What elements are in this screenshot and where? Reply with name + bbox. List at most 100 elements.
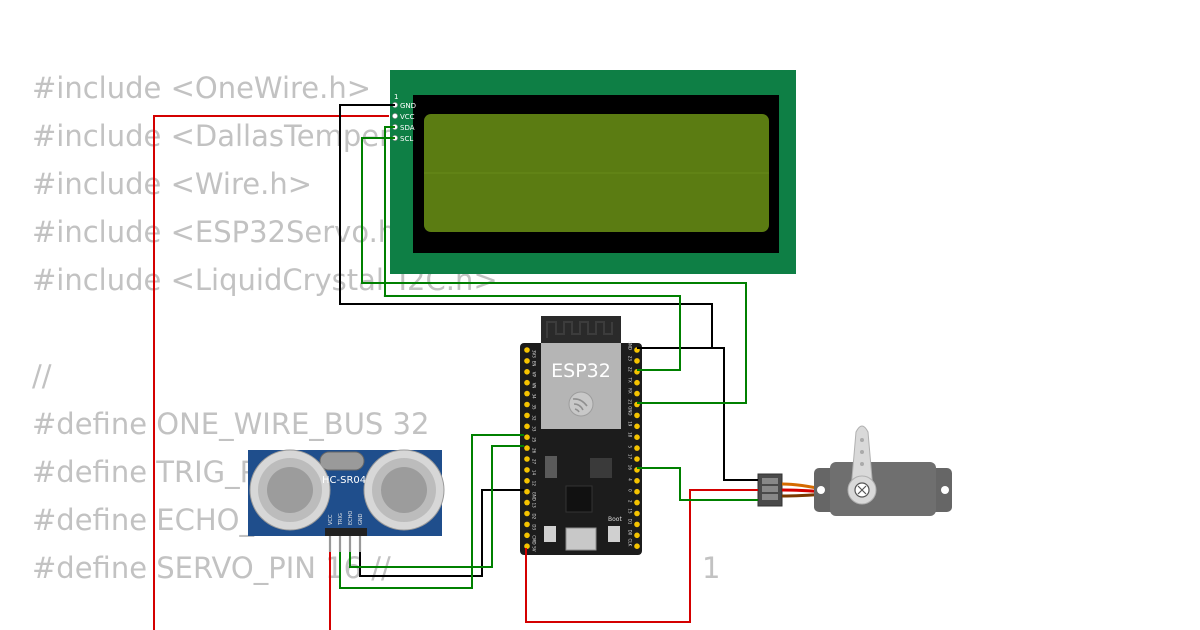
code-line: #include <LiquidCrystal_I2C.h> xyxy=(32,263,498,297)
esp32-pin-32[interactable] xyxy=(524,412,530,419)
esp32-pin-27[interactable] xyxy=(524,456,530,462)
esp32-pin-gnd[interactable] xyxy=(524,488,530,495)
wire-ultrasonic-echo xyxy=(349,445,524,568)
mount-hole xyxy=(941,486,949,494)
connector-pin xyxy=(762,478,778,484)
esp32-pin-2[interactable] xyxy=(634,499,640,506)
esp32-pin-en[interactable] xyxy=(524,358,530,364)
mount-hole xyxy=(817,486,825,494)
esp32-pin-label: 23 xyxy=(628,356,633,362)
header-block xyxy=(325,528,367,536)
esp32-pin-label: GND xyxy=(532,492,537,501)
esp32-pin-label: 14 xyxy=(532,470,537,476)
esp32-pin-33[interactable] xyxy=(524,423,530,430)
lcd-display[interactable]: 1 GND VCC SDA SCL xyxy=(390,70,796,274)
servo-body xyxy=(830,462,936,516)
esp32-pin-label: RX xyxy=(628,388,633,394)
esp32-pin-23[interactable] xyxy=(634,358,640,364)
esp32-pin-label: 32 xyxy=(532,415,537,421)
boot-button[interactable] xyxy=(608,526,620,542)
connector-pin xyxy=(762,494,778,500)
code-line: #include <OneWire.h> xyxy=(32,71,372,105)
esp32-pin-5v[interactable] xyxy=(524,543,530,549)
esp32-pin-15[interactable] xyxy=(634,510,640,517)
ultrasonic-pin-trig[interactable]: TRIG xyxy=(338,513,344,526)
usb-uart-chip xyxy=(565,485,593,513)
esp32-pin-14[interactable] xyxy=(524,467,530,473)
esp32-pin-label: VP xyxy=(532,372,537,378)
receiver-core xyxy=(381,467,427,513)
esp32-pin-tx[interactable] xyxy=(634,379,640,386)
esp32-pin-label: 27 xyxy=(532,459,537,465)
esp32-pin-vp[interactable] xyxy=(524,369,530,375)
esp32-pin-d3[interactable] xyxy=(524,521,530,528)
ultrasonic-pin-echo[interactable]: ECHO xyxy=(348,511,354,525)
code-line: #define ONE_WIRE_BUS 32 xyxy=(32,407,430,441)
esp32-pin-label: 25 xyxy=(532,437,537,443)
ultrasonic-pin-gnd[interactable]: GND xyxy=(358,513,364,525)
esp32-pin-label: GND xyxy=(628,406,633,415)
esp32-pin-label: GND xyxy=(628,341,633,350)
esp32-pin-label: 4 xyxy=(628,478,633,481)
lcd-pin-one: 1 xyxy=(394,93,398,101)
espressif-logo-icon xyxy=(568,391,594,417)
esp32-pin-d2[interactable] xyxy=(524,510,530,517)
ultrasonic-pin-vcc[interactable]: VCC xyxy=(328,514,334,525)
antenna-trace xyxy=(546,321,613,338)
esp32-left-header: 3V3ENVPVN343532332526271412GND13D2D3CMD5… xyxy=(524,347,537,552)
wire-ultrasonic-trig xyxy=(339,434,524,589)
esp32-pin-label: 16 xyxy=(628,465,633,471)
esp32-pin-34[interactable] xyxy=(524,390,530,397)
esp32-pin-25[interactable] xyxy=(524,434,530,441)
lcd-pin-label: SCL xyxy=(400,135,413,143)
esp32-pin-4[interactable] xyxy=(634,478,640,484)
esp32-pin-label: 2 xyxy=(628,500,633,503)
esp32-pin-12[interactable] xyxy=(524,478,530,484)
esp32-pin-5[interactable] xyxy=(634,445,640,451)
code-line: #include <ESP32Servo.h> xyxy=(32,215,421,249)
lcd-pin-vcc[interactable] xyxy=(392,113,398,119)
esp32-pin-18[interactable] xyxy=(634,434,640,441)
servo-motor[interactable] xyxy=(757,425,952,516)
esp32-pin-label: 21 xyxy=(628,399,633,405)
voltage-regulator xyxy=(590,458,612,478)
esp32-pin-vn[interactable] xyxy=(524,379,530,386)
wire-servo-signal xyxy=(637,467,758,501)
esp32-board[interactable]: ESP32 Boot 3V3ENVPVN343532332526271412GN… xyxy=(520,316,642,555)
esp32-pin-gnd[interactable] xyxy=(634,412,640,419)
esp32-pin-13[interactable] xyxy=(524,499,530,506)
esp32-pin-label: 22 xyxy=(628,367,633,373)
esp32-pin-cmd[interactable] xyxy=(524,532,530,539)
esp32-pin-label: CMD xyxy=(532,535,537,544)
esp32-pin-3v3[interactable] xyxy=(524,347,530,353)
esp32-pin-label: 33 xyxy=(532,426,537,432)
transmitter-core xyxy=(267,467,313,513)
esp32-pin-label: D1 xyxy=(628,519,633,525)
esp32-pin-clk[interactable] xyxy=(634,543,640,549)
esp32-pin-rx[interactable] xyxy=(634,390,640,397)
esp32-pin-17[interactable] xyxy=(634,456,640,462)
servo-horn-icon[interactable] xyxy=(847,425,877,505)
esp32-pin-label: D2 xyxy=(532,514,537,520)
en-button[interactable] xyxy=(544,526,556,542)
esp32-pin-label: EN xyxy=(532,361,537,367)
wire-lcd-sda xyxy=(384,126,681,371)
ultrasonic-sensor[interactable]: HC-SR04 VCC TRIG ECHO GND xyxy=(248,449,445,552)
wire-servo-gnd xyxy=(637,347,758,481)
esp32-pin-35[interactable] xyxy=(524,401,530,408)
esp32-pin-label: CLK xyxy=(628,539,633,547)
code-trailing-text: 1 xyxy=(702,551,721,585)
micro-usb-port[interactable] xyxy=(565,527,597,551)
lcd-pin-label: VCC xyxy=(400,113,415,121)
esp32-pin-label: 3V3 xyxy=(532,350,537,358)
esp32-pin-26[interactable] xyxy=(524,445,530,451)
esp32-pin-label: 15 xyxy=(628,508,633,514)
esp32-pin-label: 19 xyxy=(628,421,633,427)
wire-lcd-vcc xyxy=(153,115,389,630)
esp32-pin-d0[interactable] xyxy=(634,532,640,539)
esp32-pin-label: 12 xyxy=(532,481,537,487)
esp32-pin-0[interactable] xyxy=(634,488,640,495)
esp32-pin-19[interactable] xyxy=(634,423,640,430)
esp32-pin-d1[interactable] xyxy=(634,521,640,528)
